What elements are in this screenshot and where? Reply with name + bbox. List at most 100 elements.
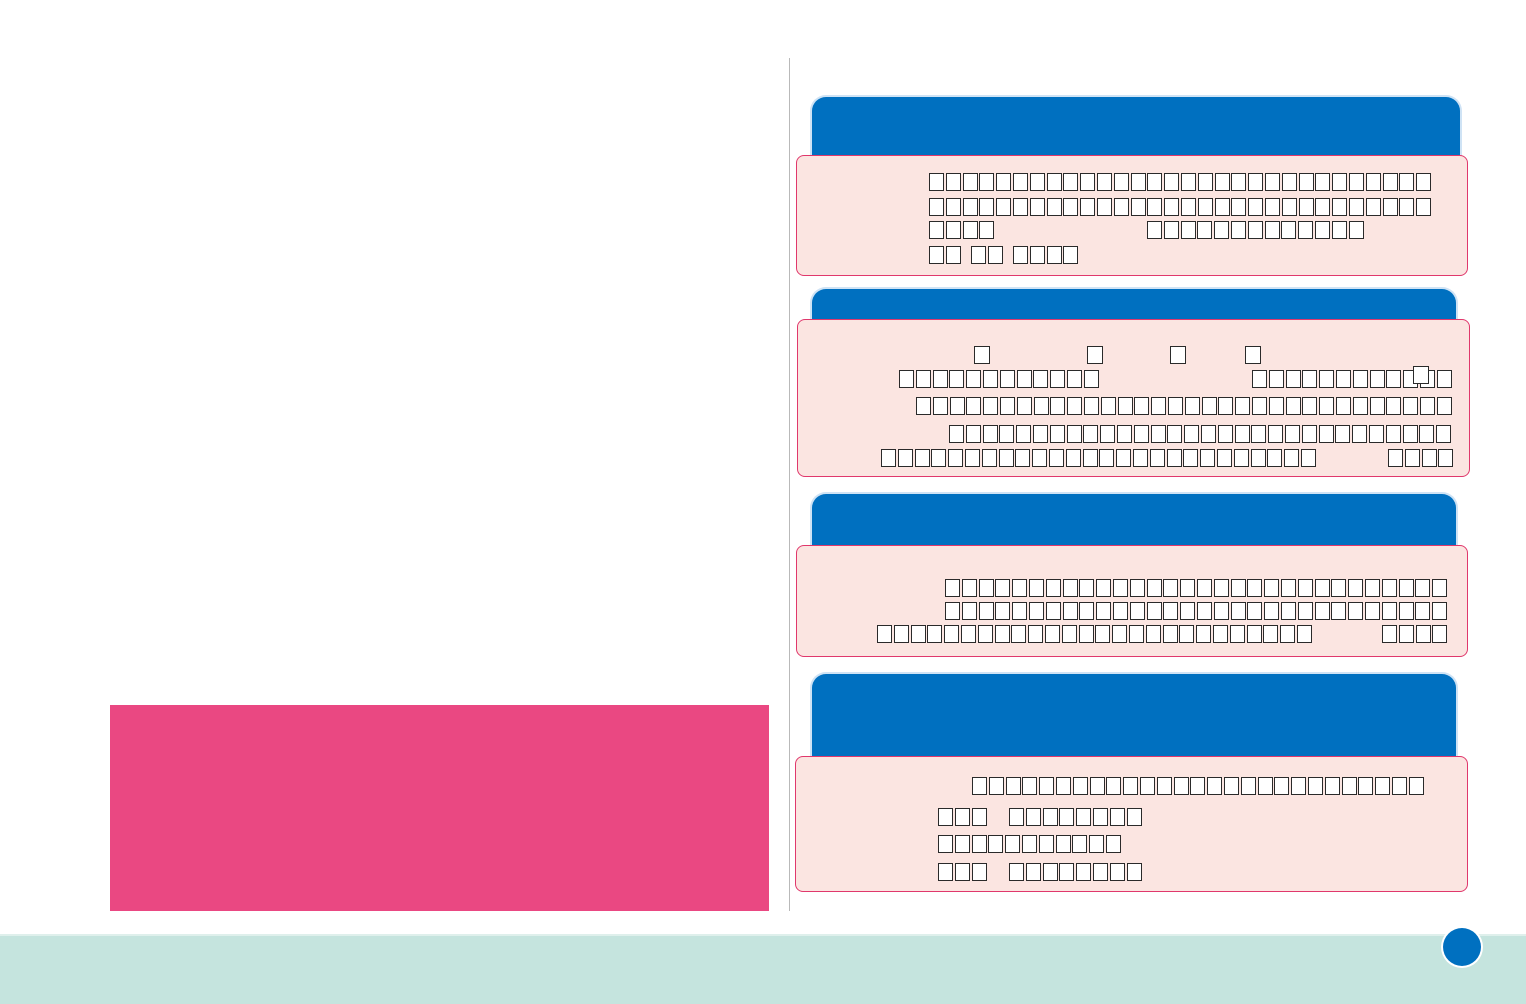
char-box[interactable]	[1335, 397, 1351, 415]
char-box[interactable]	[983, 397, 999, 415]
char-box[interactable]	[1066, 425, 1082, 443]
char-box[interactable]	[1403, 397, 1419, 415]
char-box[interactable]	[1079, 602, 1095, 620]
char-box[interactable]	[1067, 397, 1083, 415]
char-box[interactable]	[1009, 808, 1024, 826]
char-box[interactable]	[1123, 777, 1139, 795]
section-2-checkbox-2[interactable]	[1087, 346, 1103, 364]
char-box[interactable]	[982, 425, 998, 443]
char-box[interactable]	[1297, 602, 1313, 620]
char-box[interactable]	[1285, 370, 1301, 388]
char-box[interactable]	[1147, 173, 1163, 191]
section-1-field-2[interactable]	[929, 198, 1433, 218]
char-box[interactable]	[1164, 173, 1180, 191]
char-box[interactable]	[1301, 425, 1317, 443]
section-1-field-1[interactable]	[929, 173, 1433, 193]
char-box[interactable]	[1319, 370, 1335, 388]
char-box[interactable]	[1436, 397, 1452, 415]
char-box[interactable]	[1063, 173, 1079, 191]
char-box[interactable]	[929, 221, 944, 239]
char-box[interactable]	[1196, 602, 1212, 620]
char-box[interactable]	[1130, 173, 1146, 191]
char-box[interactable]	[1072, 777, 1088, 795]
char-box[interactable]	[1214, 173, 1230, 191]
char-box[interactable]	[1332, 173, 1348, 191]
char-box[interactable]	[1280, 625, 1296, 643]
char-box[interactable]	[1083, 425, 1099, 443]
char-box[interactable]	[1391, 777, 1407, 795]
char-box[interactable]	[1012, 602, 1028, 620]
char-box[interactable]	[995, 579, 1011, 597]
char-box[interactable]	[1197, 221, 1213, 239]
char-box[interactable]	[1399, 198, 1415, 216]
char-box[interactable]	[1025, 863, 1041, 881]
char-box[interactable]	[1247, 602, 1263, 620]
char-box[interactable]	[1046, 198, 1062, 216]
char-box[interactable]	[1197, 198, 1213, 216]
char-box[interactable]	[960, 625, 976, 643]
char-box[interactable]	[1298, 173, 1314, 191]
char-box[interactable]	[1364, 579, 1380, 597]
char-box[interactable]	[1180, 579, 1196, 597]
char-box[interactable]	[949, 397, 965, 415]
char-box[interactable]	[1133, 425, 1149, 443]
char-box[interactable]	[1083, 370, 1099, 388]
char-box[interactable]	[1080, 198, 1096, 216]
char-box[interactable]	[938, 835, 953, 853]
char-box[interactable]	[1248, 198, 1264, 216]
char-box[interactable]	[1022, 777, 1038, 795]
char-box[interactable]	[1112, 579, 1128, 597]
char-box[interactable]	[1369, 397, 1385, 415]
char-box[interactable]	[1009, 863, 1024, 881]
char-box[interactable]	[1063, 246, 1079, 264]
char-box[interactable]	[962, 221, 978, 239]
char-box[interactable]	[1147, 221, 1162, 239]
char-box[interactable]	[1021, 835, 1037, 853]
char-box[interactable]	[1072, 835, 1088, 853]
char-box[interactable]	[1112, 625, 1128, 643]
char-box[interactable]	[1315, 198, 1331, 216]
char-box[interactable]	[1038, 835, 1054, 853]
char-box[interactable]	[1029, 246, 1045, 264]
char-box[interactable]	[1180, 602, 1196, 620]
char-box[interactable]	[1005, 835, 1021, 853]
char-box[interactable]	[1025, 808, 1041, 826]
char-box[interactable]	[1213, 579, 1229, 597]
char-box[interactable]	[945, 579, 960, 597]
char-box[interactable]	[1117, 397, 1133, 415]
char-box[interactable]	[1399, 173, 1415, 191]
char-box[interactable]	[1386, 370, 1402, 388]
char-box[interactable]	[971, 246, 986, 264]
char-box[interactable]	[1251, 425, 1267, 443]
section-3-field-3a[interactable]	[877, 625, 1314, 645]
char-box[interactable]	[1128, 625, 1144, 643]
char-box[interactable]	[1032, 425, 1048, 443]
char-box[interactable]	[1213, 602, 1229, 620]
char-box[interactable]	[988, 835, 1004, 853]
char-box[interactable]	[1016, 370, 1032, 388]
char-box[interactable]	[938, 808, 953, 826]
char-box[interactable]	[1089, 835, 1105, 853]
char-box[interactable]	[1046, 173, 1062, 191]
char-box[interactable]	[1432, 579, 1448, 597]
char-box[interactable]	[929, 198, 944, 216]
section-4-field-2a[interactable]	[938, 808, 988, 828]
char-box[interactable]	[1230, 602, 1246, 620]
char-box[interactable]	[1318, 425, 1334, 443]
char-box[interactable]	[1183, 449, 1199, 467]
char-box[interactable]	[1285, 397, 1301, 415]
section-4-field-3[interactable]	[938, 835, 1123, 855]
char-box[interactable]	[1264, 602, 1280, 620]
char-box[interactable]	[996, 173, 1012, 191]
char-box[interactable]	[994, 625, 1010, 643]
char-box[interactable]	[1214, 198, 1230, 216]
char-box[interactable]	[1099, 449, 1115, 467]
char-box[interactable]	[1348, 579, 1364, 597]
char-box[interactable]	[1268, 425, 1284, 443]
char-box[interactable]	[1080, 173, 1096, 191]
char-box[interactable]	[1180, 173, 1196, 191]
char-box[interactable]	[1291, 777, 1307, 795]
char-box[interactable]	[1179, 625, 1195, 643]
char-box[interactable]	[1146, 602, 1162, 620]
section-1-field-3b[interactable]	[1147, 221, 1365, 241]
